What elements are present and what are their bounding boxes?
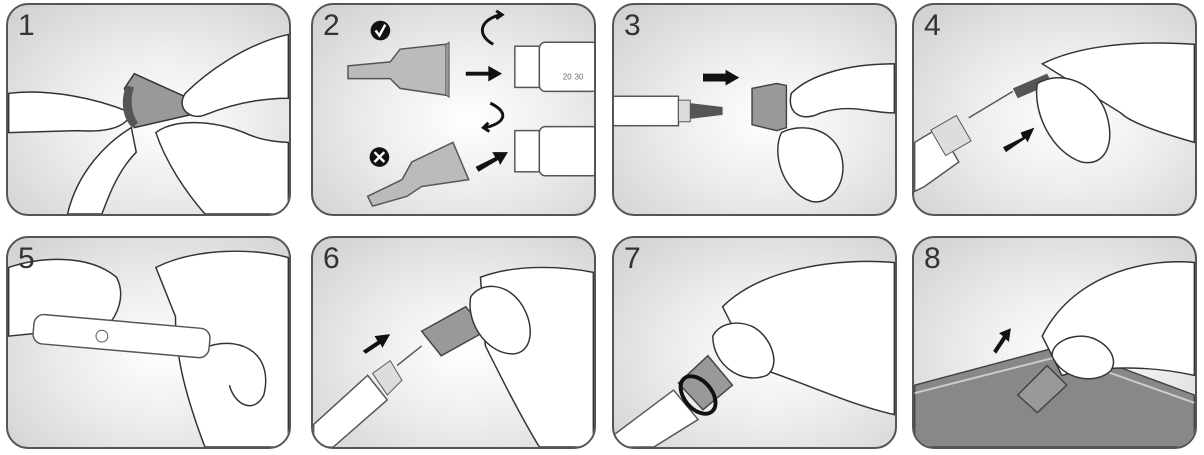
step-1-panel: 1 (6, 3, 291, 216)
syringe-barrel (313, 374, 389, 447)
needle (396, 345, 423, 367)
step-number: 7 (624, 242, 641, 275)
step-number: 8 (924, 242, 941, 275)
right-hand (181, 33, 289, 117)
step-7-panel: 7 (612, 236, 897, 449)
step-3-panel: 3 (612, 3, 897, 216)
arrow-right-icon (702, 69, 740, 86)
right-hand (209, 342, 267, 407)
hand (1040, 42, 1195, 144)
step-3-illustration (614, 63, 895, 203)
step-6-panel: 6 (311, 236, 596, 449)
rotate-icon (481, 9, 505, 46)
needle-incorrect (366, 141, 470, 208)
step-number: 3 (624, 9, 641, 42)
syringe-hub (514, 45, 541, 89)
left-hand (8, 91, 133, 134)
needle-correct (347, 43, 447, 97)
arrow-down-left-icon (362, 334, 391, 354)
step-2-panel: 20 30 2 (311, 3, 596, 216)
step-number: 1 (18, 9, 35, 42)
rotate-icon (678, 374, 718, 416)
step-4-panel: 4 (912, 3, 1197, 216)
syringe-barrel (614, 95, 680, 127)
pen-thread (930, 114, 972, 157)
hand (789, 63, 895, 118)
step-4-illustration (914, 42, 1195, 193)
hand (721, 260, 895, 416)
step-7-illustration (614, 260, 895, 447)
thumb (1035, 77, 1111, 164)
check-icon (370, 20, 391, 41)
syringe-barrel (538, 41, 594, 93)
step-number: 6 (323, 242, 340, 275)
step-2-illustration: 20 30 (347, 9, 594, 208)
step-number: 4 (924, 9, 941, 42)
syringe-barrel (614, 389, 700, 447)
scale-label: 30 (575, 73, 584, 82)
left-fingers (66, 126, 138, 214)
step-6-illustration (313, 266, 594, 447)
step-1-illustration (8, 33, 289, 214)
thumb (469, 285, 531, 355)
step-number: 2 (323, 9, 340, 42)
syringe-tip (690, 103, 723, 119)
arrow-down-left-icon (993, 328, 1011, 354)
cap-rim (122, 85, 139, 128)
arrow-diagonal-icon (1002, 127, 1035, 153)
scale-label: 20 (563, 73, 572, 82)
thumb (712, 322, 775, 379)
needle-cap (1016, 364, 1068, 414)
needle-cap (751, 82, 788, 132)
pen-button (95, 329, 109, 343)
step-8-illustration (914, 261, 1195, 447)
step-5-illustration (8, 250, 289, 447)
step-8-panel: 8 (912, 236, 1197, 449)
needle (968, 90, 1014, 119)
thumb (1051, 335, 1115, 380)
step-number: 5 (18, 242, 35, 275)
thumb (777, 127, 844, 203)
right-fingers (154, 121, 289, 214)
insulin-pen (32, 313, 211, 359)
step-5-panel: 5 (6, 236, 291, 449)
arrow-right-icon (465, 65, 503, 82)
needle-hub (1012, 73, 1053, 99)
arrow-diagonal-icon (475, 152, 508, 172)
